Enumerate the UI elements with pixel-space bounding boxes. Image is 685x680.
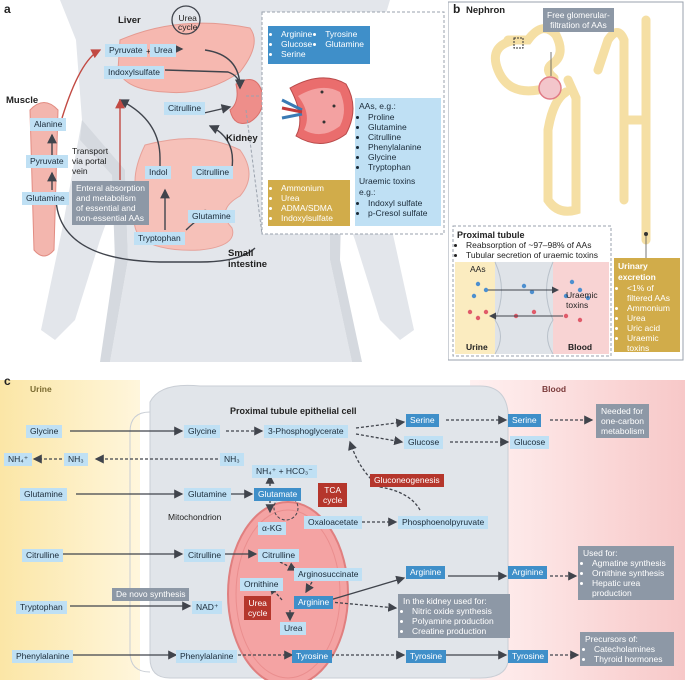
- glycine-cell-box: Glycine: [184, 425, 221, 438]
- nad-box: NAD⁺: [192, 601, 223, 614]
- serine-cell-box: Serine: [406, 414, 439, 427]
- citrulline-urine-box: Citrulline: [22, 549, 64, 562]
- glutamine-muscle-box: Glutamine: [22, 192, 69, 205]
- proximal-tubule-points: Reabsorption of ~97–98% of AAs Tubular s…: [457, 240, 598, 260]
- nephron-label: Nephron: [466, 5, 506, 16]
- panel-c-arrows: [32, 415, 594, 660]
- arginine-mito-box: Arginine: [294, 596, 334, 609]
- phe-cell-box: Phenylalanine: [176, 650, 238, 663]
- phe-urine-box: Phenylalanine: [12, 650, 74, 663]
- arginine-cell-box: Arginine: [406, 566, 446, 579]
- indoxylsulfate-box: Indoxylsulfate: [104, 66, 164, 79]
- alanine-box: Alanine: [30, 118, 67, 131]
- zoom-lines: [245, 95, 263, 235]
- plus-sign: +: [146, 46, 151, 56]
- used-for-box: Used for: Agmatine synthesisOrnithine sy…: [578, 546, 674, 600]
- phosphoglycerate-box: 3-Phosphoglycerate: [264, 425, 348, 438]
- cell-title: Proximal tubule epithelial cell: [230, 406, 357, 416]
- tryptophan-box: Tryptophan: [134, 232, 185, 245]
- aa-particles: [471, 279, 591, 301]
- akg-box: α-KG: [258, 522, 287, 535]
- blood-return-col2: TyrosineGlutamine: [316, 29, 364, 59]
- kidney-excretion-box: AmmoniumUreaADMA/SDMAIndoxylsulfate: [268, 180, 350, 226]
- kidney-shape: [229, 79, 264, 124]
- aas-list: ProlineGlutamineCitrulline Phenylalanine…: [359, 112, 437, 172]
- glutamine-gut-box: Glutamine: [188, 210, 235, 223]
- urine-label-b: Urine: [466, 342, 488, 352]
- panel-label-b: b: [453, 2, 461, 16]
- tyrosine-cell-box: Tyrosine: [292, 650, 333, 663]
- gluconeogenesis-box: Gluconeogenesis: [370, 474, 444, 487]
- nh4-hco3-box: NH₄⁺ + HCO₃⁻: [252, 465, 317, 478]
- liver-label: Liver: [118, 15, 141, 26]
- glutamate-box: Glutamate: [254, 488, 302, 501]
- glutamine-urine-box: Glutamine: [20, 488, 67, 501]
- citrulline-mito-box: Citrulline: [258, 549, 300, 562]
- glycine-urine-box: Glycine: [26, 425, 63, 438]
- glucose-blood-box: Glucose: [510, 436, 550, 449]
- de-novo-box: De novo synthesis: [112, 588, 190, 601]
- nh3-cell-box: NH₃: [220, 453, 244, 466]
- citrulline-gut-box: Citrulline: [192, 166, 234, 179]
- blood-return-col1: ArginineGlucoseSerine: [272, 29, 312, 59]
- glutamine-cell-box: Glutamine: [184, 488, 231, 501]
- glomerulus: [538, 76, 562, 100]
- nephron-shape: [490, 15, 651, 245]
- urea-box: Urea: [280, 622, 307, 635]
- tyrosine-blood-box: Tyrosine: [508, 650, 549, 663]
- pep-box: Phosphoenolpyruvate: [398, 516, 489, 529]
- kidney-filtered-box: AAs, e.g.: ProlineGlutamineCitrulline Ph…: [355, 98, 441, 226]
- urea-liver-box: Urea: [150, 44, 177, 57]
- blood-return-box: ArginineGlucoseSerine TyrosineGlutamine: [268, 26, 370, 64]
- urinary-excretion-box: Urinary excretion <1% of filtered AAsAmm…: [614, 258, 680, 353]
- serine-blood-box: Serine: [508, 414, 541, 427]
- tryptophan-urine-box: Tryptophan: [16, 601, 67, 614]
- tyrosine-mid-box: Tyrosine: [406, 650, 447, 663]
- ornithine-box: Ornithine: [240, 578, 283, 591]
- free-filtration-box: Free glomerular-filtration of AAs: [543, 8, 614, 32]
- aas-label: AAs: [470, 264, 486, 274]
- kidney-label: Kidney: [226, 133, 258, 144]
- citrulline-cell-box: Citrulline: [184, 549, 226, 562]
- indol-box: Indol: [145, 166, 172, 179]
- precursors-box: Precursors of: CatecholaminesThyroid hor…: [580, 632, 674, 666]
- muscle-label: Muscle: [6, 95, 39, 106]
- blood-label-c: Blood: [542, 384, 567, 394]
- urine-label-c: Urine: [30, 384, 52, 394]
- arginine-blood-box: Arginine: [508, 566, 548, 579]
- panel-label-a: a: [4, 2, 11, 16]
- nh3-lumen-box: NH₃: [64, 453, 88, 466]
- oxaloacetate-box: Oxaloacetate: [304, 516, 363, 529]
- glucose-cell-box: Glucose: [404, 436, 444, 449]
- kidney-used-for-box: In the kidney used for: Nitric oxide syn…: [398, 594, 510, 638]
- toxins-list: Indoxyl sulfatep-Cresol sulfate: [359, 198, 437, 218]
- nh4-urine-box: NH₄⁺: [4, 453, 33, 466]
- urea-cycle-loop: [171, 5, 201, 35]
- mitochondrion-label: Mitochondrion: [168, 512, 222, 522]
- panel-label-c: c: [4, 374, 11, 388]
- citrulline-kidney-box: Citrulline: [164, 102, 206, 115]
- arginosuccinate-box: Arginosuccinate: [294, 568, 363, 581]
- pyruvate-liver-box: Pyruvate: [105, 44, 147, 57]
- kidney-cross-section: [281, 77, 354, 144]
- pyruvate-muscle-box: Pyruvate: [26, 155, 68, 168]
- blood-label-b: Blood: [568, 342, 593, 352]
- proximal-tubule-label: Proximal tubule: [457, 230, 525, 240]
